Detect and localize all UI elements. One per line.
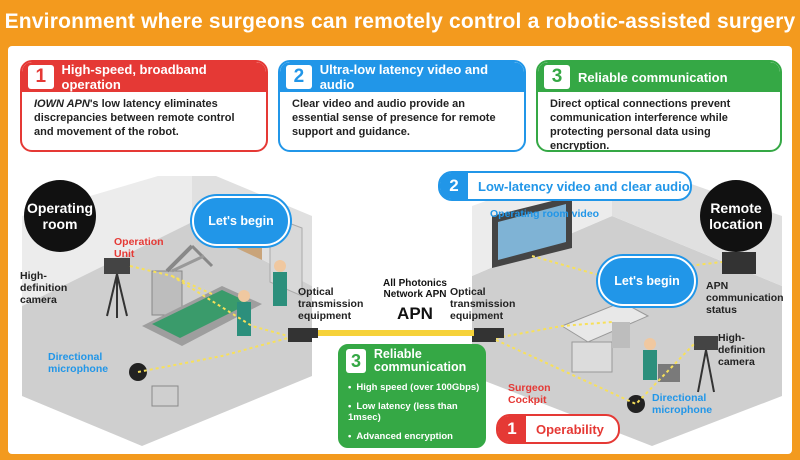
camera-icon: [104, 258, 130, 318]
list-item: High speed (over 100Gbps): [348, 382, 484, 393]
operation-unit-label: Operation Unit: [114, 236, 164, 260]
callout-text: Low-latency video and clear audio: [478, 178, 690, 194]
card-title: High-speed, broadband operation: [61, 62, 207, 92]
operability-callout: 1 Operability: [496, 414, 620, 444]
remote-location-badge: Remote location: [700, 180, 772, 252]
camera-icon: [694, 336, 718, 393]
video-label: Operating room video: [490, 208, 600, 220]
card-low-latency: 2 Ultra-low latency video and audio Clea…: [278, 60, 526, 152]
list-item: Low latency (less than 1msec): [348, 401, 484, 423]
callout-number: 1: [498, 416, 526, 442]
card-title: Ultra-low latency video and audio: [319, 62, 489, 92]
callout-header: 3 Reliable communication: [340, 346, 484, 376]
callout-title: Reliable communication: [373, 347, 467, 374]
list-item: Advanced encryption: [348, 431, 484, 442]
apn-fiber-line: [318, 330, 474, 336]
card-text-rest: 's low latency eliminates discrepancies …: [34, 98, 235, 138]
microphone-icon: [627, 395, 645, 413]
surgeon-icon: [273, 260, 287, 306]
card-header: 1 High-speed, broadband operation: [22, 62, 266, 92]
card-number: 1: [28, 65, 54, 89]
reliable-communication-callout: 3 Reliable communication High speed (ove…: [338, 344, 486, 448]
card-text: IOWN APN's low latency eliminates discre…: [22, 92, 266, 139]
card-header: 2 Ultra-low latency video and audio: [280, 62, 524, 92]
speech-bubble-right: Let's begin: [598, 256, 696, 306]
cockpit-label: Surgeon Cockpit: [508, 382, 551, 406]
apn-label: All Photonics Network APN APN: [370, 278, 460, 323]
card-text: Clear video and audio provide an essenti…: [292, 98, 496, 138]
chair-shape: [658, 364, 680, 382]
microphone-label-right: Directional microphone: [652, 392, 713, 416]
signal-line: [137, 337, 289, 373]
signal-line: [171, 275, 289, 337]
callout-text: Operability: [536, 421, 604, 437]
callout-number: 2: [440, 173, 468, 199]
camera-label-right: High-definition camera: [718, 332, 766, 368]
microphone-label-left: Directional microphone: [48, 351, 109, 375]
video-screen-content: [498, 204, 566, 260]
optical-label-left: Optical transmission equipment: [298, 286, 364, 322]
surgeon-icon: [237, 290, 251, 336]
camera-label-left: High-definition camera: [20, 270, 68, 306]
iown-apn-text: IOWN APN: [34, 98, 90, 110]
signal-line: [495, 321, 613, 339]
card-number: 3: [544, 65, 570, 89]
card-text: Direct optical connections prevent commu…: [550, 98, 731, 152]
operating-room-svg: [22, 166, 312, 446]
card-number: 2: [286, 65, 312, 89]
apn-short-label: APN: [397, 304, 433, 323]
optical-box-right: [474, 328, 504, 338]
callout-number: 3: [346, 349, 366, 373]
card-title: Reliable communication: [578, 69, 728, 85]
card-reliable: 3 Reliable communication Direct optical …: [536, 60, 782, 152]
surgeon-icon: [643, 338, 657, 380]
card-header: 3 Reliable communication: [538, 62, 780, 92]
operating-room-illustration: [22, 166, 312, 446]
apn-monitor-icon: [722, 252, 756, 274]
reliable-features-list: High speed (over 100Gbps) Low latency (l…: [340, 376, 484, 442]
patient-drape: [152, 290, 250, 338]
speech-bubble-left: Let's begin: [192, 196, 290, 246]
apn-cable: [288, 328, 504, 338]
video-callout: 2 Low-latency video and clear audio: [438, 171, 692, 201]
apn-status-label: APN communication status: [706, 280, 784, 316]
page-title: Environment where surgeons can remotely …: [4, 10, 796, 77]
back-wall-left: [22, 166, 192, 306]
card-high-speed: 1 High-speed, broadband operation IOWN A…: [20, 60, 268, 152]
optical-box-left: [288, 328, 318, 338]
optical-label-right: Optical transmission equipment: [450, 286, 516, 322]
operating-room-badge: Operating room: [24, 180, 96, 252]
trolley-shape: [151, 385, 179, 407]
diagram-canvas: 1 High-speed, broadband operation IOWN A…: [8, 46, 792, 454]
apn-full-label: All Photonics Network APN: [383, 278, 447, 300]
